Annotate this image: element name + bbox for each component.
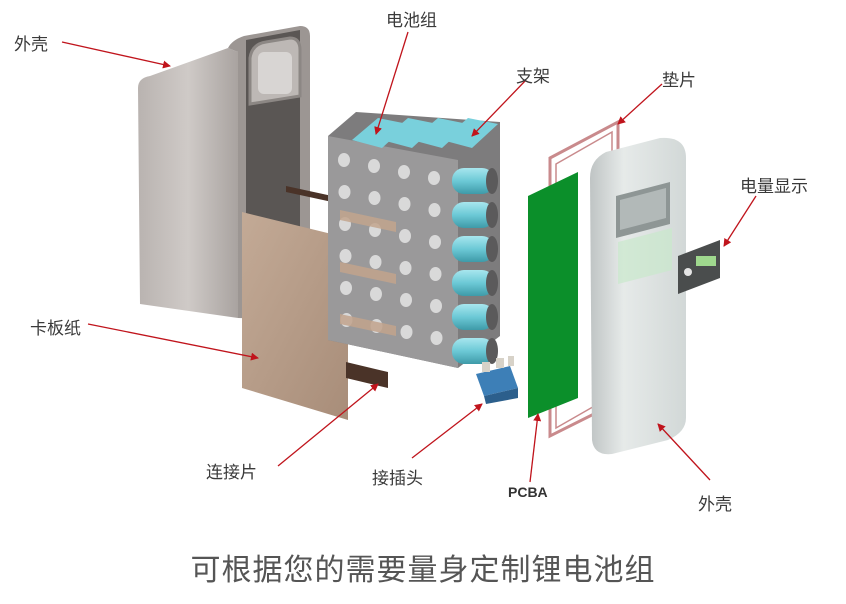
card-paper-sheet: [242, 212, 348, 420]
label-plug: 接插头: [372, 469, 423, 489]
arrow-shell-right: [657, 423, 711, 481]
arrow-card-paper: [87, 323, 259, 361]
bracket-hole: [368, 191, 381, 205]
arrow-plug: [411, 403, 483, 459]
bracket-hole: [370, 287, 382, 301]
battery-cell: [452, 168, 498, 194]
bracket-hole: [400, 293, 412, 307]
battery-cell-top: [382, 118, 438, 148]
bracket-hole: [398, 165, 410, 179]
battery-cell-top: [412, 118, 468, 148]
bracket-hole: [369, 255, 382, 269]
bracket-hole: [338, 185, 351, 199]
bracket-hole: [340, 281, 352, 295]
bracket-hole: [429, 235, 441, 249]
label-shell-right: 外壳: [698, 495, 732, 515]
battery-cell: [452, 270, 498, 296]
callout-arrows: [61, 31, 757, 483]
bracket-hole: [428, 171, 440, 185]
caption: 可根据您的需要量身定制锂电池组: [190, 553, 656, 588]
arrow-level-display: [723, 195, 757, 247]
bracket-hole: [339, 249, 352, 263]
label-pcba: PCBA: [508, 484, 548, 500]
arrow-connector-tab: [277, 383, 379, 467]
battery-cell: [452, 202, 498, 228]
bracket-hole: [368, 159, 380, 173]
label-level-display: 电量显示: [740, 177, 808, 197]
bracket-hole: [338, 153, 350, 167]
connector-tabs-front: [340, 210, 396, 336]
bracket-hole: [398, 197, 411, 211]
label-cell-group: 电池组: [386, 11, 437, 31]
bracket-hole: [430, 299, 442, 313]
bracket-hole: [428, 203, 441, 217]
plug-connector: [476, 356, 518, 404]
label-pad: 垫片: [662, 71, 696, 91]
label-shell-left: 外壳: [14, 35, 48, 55]
bracket-hole: [399, 261, 412, 275]
bracket-hole: [399, 229, 411, 243]
bracket-hole: [429, 267, 442, 281]
label-connector-tab: 连接片: [206, 463, 257, 483]
bracket-hole: [400, 325, 413, 339]
battery-cell: [452, 304, 498, 330]
label-bracket: 支架: [516, 67, 550, 87]
pcba-board: [528, 172, 578, 418]
battery-cell-top: [442, 118, 498, 148]
arrow-pcba: [529, 413, 542, 483]
arrow-bracket: [471, 79, 527, 137]
label-card-paper: 卡板纸: [30, 319, 81, 339]
shell-right: [590, 137, 686, 455]
arrow-cell-group: [374, 31, 409, 135]
level-display: [678, 240, 720, 294]
arrow-shell-left: [61, 41, 171, 69]
battery-cell: [452, 338, 498, 364]
battery-cell: [452, 236, 498, 262]
arrow-pad: [617, 83, 663, 125]
bracket-hole: [430, 331, 443, 345]
